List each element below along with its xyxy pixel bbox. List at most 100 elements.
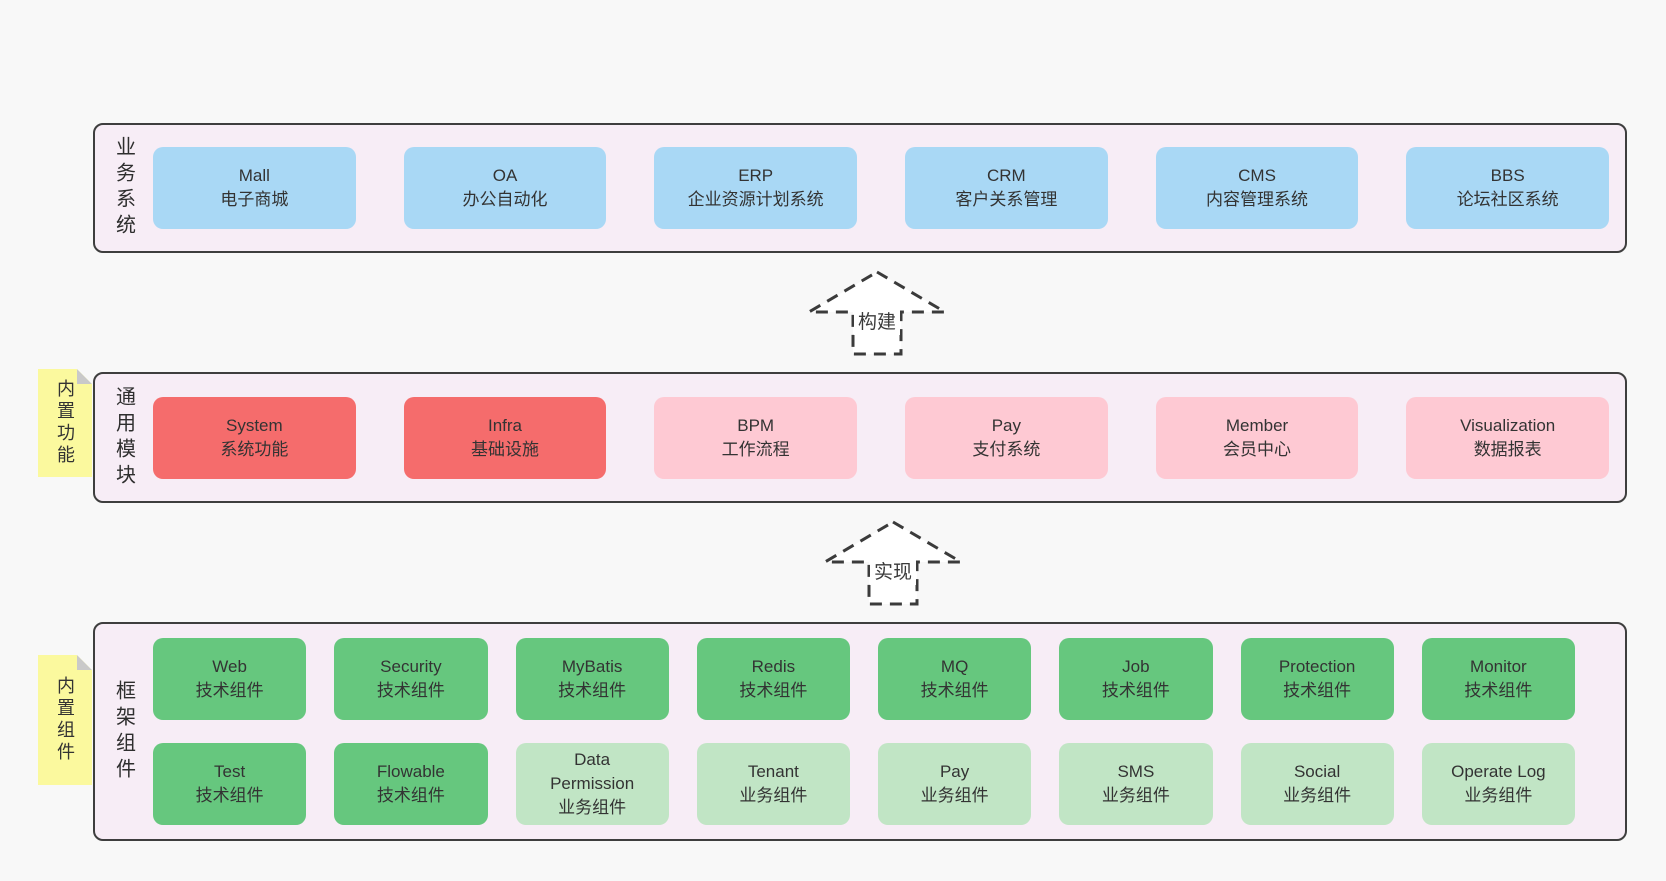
box-oa: OA 办公自动化 — [403, 147, 607, 229]
box-name: SMS — [1117, 762, 1155, 781]
box-job: Job 技术组件 — [1059, 638, 1213, 720]
box-desc: 业务组件 — [1464, 786, 1533, 805]
box-name: Monitor — [1470, 657, 1527, 676]
box-name: ERP — [738, 166, 774, 185]
box-desc: 业务组件 — [739, 786, 808, 805]
sticky-label: 内置功能 — [55, 379, 75, 467]
box-desc: 业务组件 — [558, 798, 627, 817]
box-name: Security — [380, 657, 442, 676]
box-erp: ERP 企业资源计划系统 — [654, 147, 858, 229]
box-mybatis: MyBatis 技术组件 — [515, 638, 669, 720]
band-common-modules: 通用模块 System 系统功能 Infra 基础设施 BPM 工作流程 Pay… — [93, 372, 1627, 503]
box-name: Member — [1225, 415, 1289, 435]
box-desc: 工作流程 — [721, 439, 790, 459]
band-framework-components: 框架组件 Web 技术组件 Security 技术组件 MyBatis 技术组件… — [93, 622, 1627, 841]
box-desc: 技术组件 — [1283, 681, 1352, 700]
box-system: System 系统功能 — [153, 396, 356, 479]
box-desc: 业务组件 — [1283, 786, 1352, 805]
box-desc: 会员中心 — [1223, 439, 1292, 459]
box-desc: 业务组件 — [920, 786, 989, 805]
box-pay-module: Pay 支付系统 — [905, 396, 1108, 479]
band-label-common-modules: 通用模块 — [112, 385, 135, 490]
box-name: Test — [214, 762, 246, 781]
box-infra: Infra 基础设施 — [403, 396, 607, 479]
box-pay-component: Pay 业务组件 — [878, 743, 1032, 825]
box-name: BPM — [737, 415, 775, 435]
box-name: Protection — [1278, 657, 1356, 676]
box-desc: 办公自动化 — [462, 190, 548, 209]
framework-components-grid: Web 技术组件 Security 技术组件 MyBatis 技术组件 Redi… — [153, 624, 1625, 839]
box-name: OA — [492, 166, 518, 185]
box-desc: 业务组件 — [1101, 786, 1170, 805]
box-crm: CRM 客户关系管理 — [905, 147, 1108, 229]
box-name: Flowable — [376, 762, 445, 781]
box-name: MyBatis — [561, 657, 623, 676]
box-tenant: Tenant 业务组件 — [696, 743, 850, 825]
box-cms: CMS 内容管理系统 — [1155, 147, 1359, 229]
arrow-build-label: 构建 — [853, 306, 901, 335]
box-desc: 技术组件 — [376, 681, 445, 700]
box-name: CRM — [986, 166, 1026, 185]
box-sms: SMS 业务组件 — [1059, 743, 1213, 825]
band-label-business-systems: 业务系统 — [112, 136, 135, 240]
box-desc: 论坛社区系统 — [1456, 190, 1559, 209]
box-desc: 技术组件 — [920, 681, 989, 700]
box-protection: Protection 技术组件 — [1240, 638, 1394, 720]
box-name: Pay — [939, 762, 970, 781]
sticky-label: 内置组件 — [55, 676, 75, 764]
box-mq: MQ 技术组件 — [878, 638, 1032, 720]
box-desc: 数据报表 — [1473, 439, 1542, 459]
box-operate-log: Operate Log 业务组件 — [1421, 743, 1575, 825]
box-desc: 客户关系管理 — [955, 190, 1058, 209]
box-name: System — [225, 415, 283, 435]
box-web: Web 技术组件 — [153, 638, 307, 720]
box-desc: 支付系统 — [972, 439, 1041, 459]
box-name: BBS — [1490, 166, 1525, 185]
box-name: CMS — [1238, 166, 1276, 185]
common-modules-box-row: System 系统功能 Infra 基础设施 BPM 工作流程 Pay 支付系统… — [153, 374, 1625, 501]
box-desc: 电子商城 — [220, 190, 289, 209]
band-label-framework-components: 框架组件 — [112, 679, 135, 784]
box-desc: 技术组件 — [558, 681, 627, 700]
box-desc: 技术组件 — [195, 786, 264, 805]
sticky-built-in-components: 内置组件 — [38, 655, 92, 785]
box-desc: 内容管理系统 — [1206, 190, 1309, 209]
box-desc: 技术组件 — [376, 786, 445, 805]
box-member: Member 会员中心 — [1155, 396, 1359, 479]
box-desc: 技术组件 — [739, 681, 808, 700]
box-name: Web — [212, 657, 247, 676]
box-desc: 技术组件 — [195, 681, 264, 700]
box-name: Operate Log — [1451, 762, 1546, 781]
box-data-permission: Data Permission 业务组件 — [515, 743, 669, 825]
box-bpm: BPM 工作流程 — [654, 396, 858, 479]
box-desc: 技术组件 — [1464, 681, 1533, 700]
box-name: Tenant — [747, 762, 799, 781]
box-bbs: BBS 论坛社区系统 — [1406, 147, 1610, 229]
box-name: Job — [1122, 657, 1150, 676]
sticky-built-in-features: 内置功能 — [38, 369, 92, 477]
box-monitor: Monitor 技术组件 — [1421, 638, 1575, 720]
business-systems-box-row: Mall 电子商城 OA 办公自动化 ERP 企业资源计划系统 CRM 客户关系… — [153, 125, 1625, 251]
folded-corner-icon — [77, 655, 92, 670]
band-business-systems: 业务系统 Mall 电子商城 OA 办公自动化 ERP 企业资源计划系统 CRM… — [93, 123, 1627, 253]
box-test: Test 技术组件 — [153, 743, 307, 825]
arrow-implement-label: 实现 — [869, 556, 917, 585]
box-visualization: Visualization 数据报表 — [1406, 396, 1610, 479]
arrow-build: 构建 — [807, 268, 947, 356]
box-mall: Mall 电子商城 — [153, 147, 356, 229]
box-desc: 技术组件 — [1101, 681, 1170, 700]
box-name: Redis — [751, 657, 796, 676]
box-name: Pay — [991, 415, 1021, 435]
arrow-implement: 实现 — [823, 518, 963, 606]
folded-corner-icon — [77, 369, 92, 384]
box-desc: 系统功能 — [220, 439, 289, 459]
box-social: Social 业务组件 — [1240, 743, 1394, 825]
box-name: Social — [1293, 762, 1341, 781]
box-name: MQ — [940, 657, 969, 676]
box-name: Visualization — [1460, 415, 1556, 435]
box-security: Security 技术组件 — [334, 638, 488, 720]
box-desc: 企业资源计划系统 — [687, 190, 824, 209]
box-desc: 基础设施 — [471, 439, 539, 459]
box-name: Infra — [487, 415, 523, 435]
